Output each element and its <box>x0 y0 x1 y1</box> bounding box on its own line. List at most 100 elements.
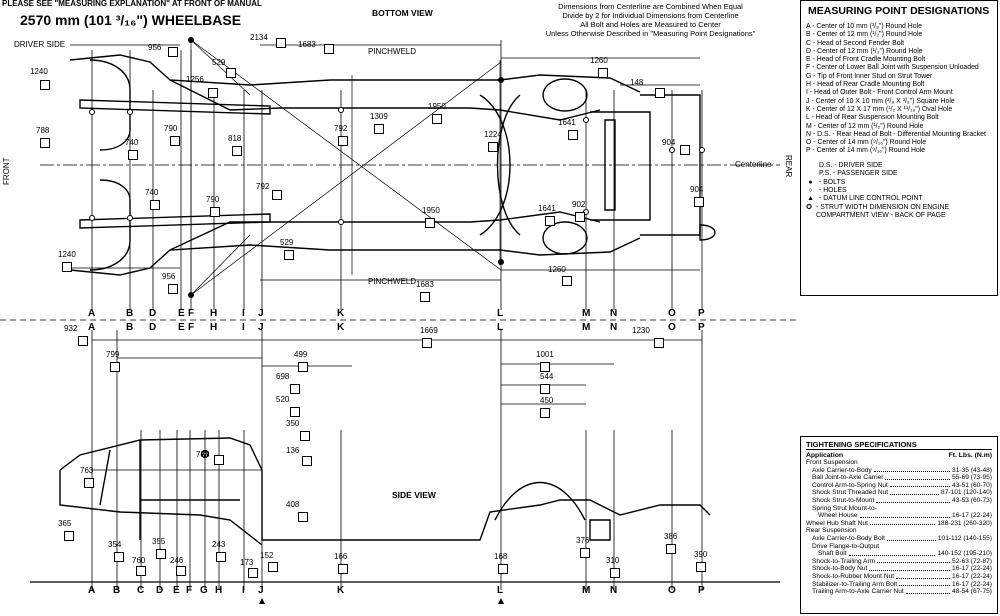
measuring-point-item: O - Center of 14 mm (⁹/₁₆") Round Hole <box>806 139 927 147</box>
spec-name: Drive Flange-to-Output <box>812 542 880 550</box>
measuring-point-item: B - Center of 12 mm (¹/₂") Round Hole <box>806 31 923 39</box>
spec-value: 16-17 (22-24) <box>952 572 992 580</box>
measuring-point-item: J - Center of 10 X 10 mm (³/₈ X ³/₈") Sq… <box>806 97 955 105</box>
dimension-value: 788 <box>196 450 210 459</box>
measure-box <box>694 197 704 207</box>
ref-letter: K <box>337 322 345 333</box>
measure-box <box>298 362 308 372</box>
measuring-point-item: G - Tip of Front Inner Stud on Strut Tow… <box>806 72 933 80</box>
strut-star-icon: ✪ <box>806 203 812 211</box>
measure-box <box>248 568 258 578</box>
measure-box <box>338 136 348 146</box>
measure-box <box>666 544 676 554</box>
dimension-value: 1240 <box>58 250 76 259</box>
measuring-point-item: H - Head of Rear Cradle Mounting Bolt <box>806 81 925 89</box>
application-col-header: Application <box>806 452 844 459</box>
dimension-value: 932 <box>64 324 78 333</box>
ref-letter: D <box>156 585 164 596</box>
ref-letter: L <box>497 308 504 319</box>
ref-letter: F <box>188 322 195 333</box>
spec-name: Shock Strut Threaded Nut <box>812 489 889 497</box>
ref-letter: N <box>610 308 618 319</box>
dimension-value: 408 <box>286 500 300 509</box>
ref-letter: K <box>337 308 345 319</box>
spec-name: Control Arm-to-Spring Nut <box>812 481 888 489</box>
value-col-header: Ft. Lbs. (N.m) <box>948 452 992 459</box>
dimension-value: 2134 <box>250 33 268 42</box>
measure-box <box>374 124 384 134</box>
front-label: FRONT <box>2 157 11 185</box>
spec-value: 16-17 (22-24) <box>952 580 992 588</box>
ref-letter: N <box>610 322 618 333</box>
measure-box <box>575 212 585 222</box>
measure-box <box>324 44 334 54</box>
measuring-point-item: D - Center of 12 mm (¹/₂") Round Hole <box>806 47 923 55</box>
ref-letter: I <box>242 585 245 596</box>
dimension-value: 1669 <box>420 326 438 335</box>
measure-box <box>110 362 120 372</box>
measuring-point-item: E - Head of Front Cradle Mounting Bolt <box>806 56 926 64</box>
ref-letter: K <box>337 585 345 596</box>
bolt-icon: ● <box>808 178 813 186</box>
dimension-value: 1641 <box>558 118 576 127</box>
measuring-point-item: I - Head of Outer Bolt - Front Control A… <box>806 89 953 97</box>
side-view-body <box>59 437 711 546</box>
measuring-point-item: L - Head of Rear Suspension Mounting Bol… <box>806 114 939 122</box>
dimension-value: 1950 <box>422 206 440 215</box>
ref-letter: F <box>186 585 193 596</box>
dimension-value: 355 <box>152 537 166 546</box>
measure-box <box>78 336 88 346</box>
pinchweld-top: PINCHWELD <box>368 47 417 56</box>
side-horizontal-dims <box>92 339 702 471</box>
measuring-point-item: P - Center of 14 mm (⁹/₁₆") Round Hole <box>806 147 926 155</box>
measure-box <box>498 564 508 574</box>
measure-box <box>136 566 146 576</box>
measuring-point-item: M - Center of 12 mm (¹/₂") Round Hole <box>806 122 924 130</box>
measure-box <box>168 47 178 57</box>
spec-name: Wheel House <box>818 512 858 520</box>
dimension-value: 902 <box>572 200 586 209</box>
measure-box <box>150 200 160 210</box>
group-name: Rear Suspension <box>806 527 857 535</box>
ref-letter: E <box>173 585 180 596</box>
spec-name: Spring Strut Mount-to- <box>812 504 877 512</box>
ref-letter: B <box>126 322 134 333</box>
measuring-point-item: K - Center of 12 X 17 mm (¹/₂ X ¹¹/₁₆") … <box>806 105 953 113</box>
wheelbase-title: 2570 mm (101 ³/₁₆") WHEELBASE <box>20 12 242 28</box>
spec-name: Stabilizer-to-Trailing Arm Bolt <box>812 580 898 588</box>
ref-letter: J <box>258 585 264 596</box>
ref-letter: G <box>200 585 208 596</box>
legend-text: - BOLTS <box>819 178 846 186</box>
ref-letter: P <box>698 585 705 596</box>
measure-box <box>62 262 72 272</box>
measure-box <box>64 531 74 541</box>
dimension-value: 956 <box>148 43 162 52</box>
spec-name: Wheel Hub Shaft Nut <box>806 519 868 527</box>
measure-box <box>610 568 620 578</box>
measure-box <box>568 130 578 140</box>
measure-box <box>680 145 690 155</box>
measure-box <box>156 549 166 559</box>
dimension-value: 1683 <box>416 280 434 289</box>
ref-letter: O <box>668 585 676 596</box>
measure-box <box>208 88 218 98</box>
pinchweld-bottom: PINCHWELD <box>368 277 417 286</box>
measure-box <box>302 456 312 466</box>
legend-text: - DATUM LINE CONTROL POINT <box>819 195 923 203</box>
ref-letter: E <box>178 322 185 333</box>
spec-value: 16-17 (22-24) <box>952 565 992 573</box>
spec-name: Shock Strut-to-Mount <box>812 496 875 504</box>
dimension-value: 788 <box>36 126 50 135</box>
ref-letter: A <box>88 322 96 333</box>
measure-box <box>176 566 186 576</box>
measure-box <box>268 562 278 572</box>
dimension-value: 904 <box>662 138 676 147</box>
dimension-value: 166 <box>334 552 348 561</box>
measure-box <box>425 218 435 228</box>
spec-name: Axle Carrier-to-Body Bolt <box>812 534 885 542</box>
measure-box <box>284 250 294 260</box>
